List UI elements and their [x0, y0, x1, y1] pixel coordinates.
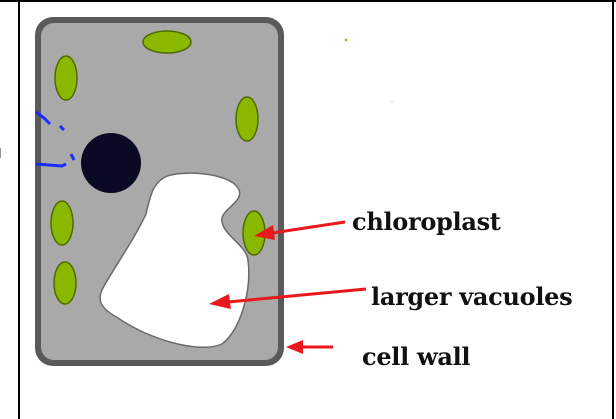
chloroplast-top — [143, 31, 191, 53]
chloroplast-left-lower — [54, 262, 76, 304]
chloroplast-right-upper — [236, 97, 258, 141]
cell-wall-arrow-head — [286, 340, 303, 354]
vacuole-label: larger vacuoles — [371, 282, 572, 311]
chloroplast-label: chloroplast — [352, 207, 501, 236]
chloroplast-left-upper — [55, 56, 77, 100]
cell-wall-label: cell wall — [362, 342, 470, 371]
speck — [345, 39, 347, 41]
speck — [391, 101, 393, 103]
chloroplast-left-middle — [51, 201, 73, 245]
plant-cell — [35, 17, 284, 366]
nucleus — [81, 133, 141, 193]
